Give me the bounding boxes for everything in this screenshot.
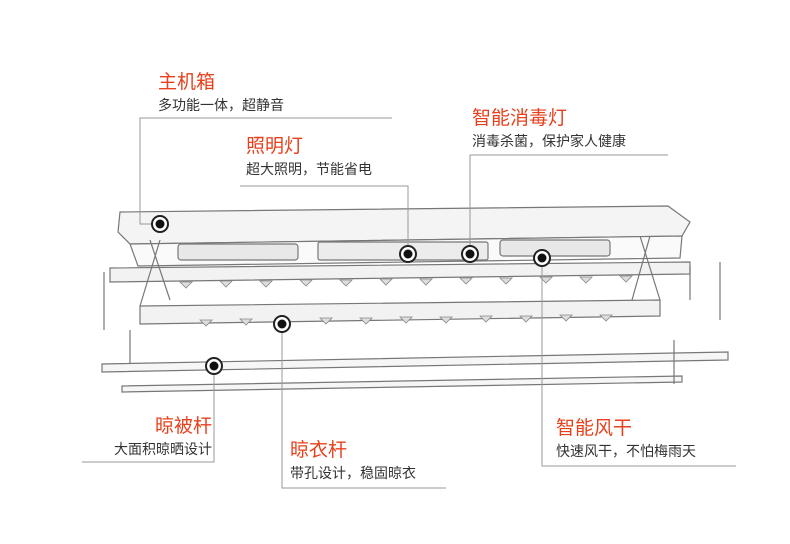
callout-disinfection-light: 智能消毒灯 消毒杀菌，保护家人健康 [472, 106, 626, 152]
callout-title: 照明灯 [246, 135, 304, 157]
callout-desc: 多功能一体，超静音 [158, 98, 284, 114]
marker-host-box [151, 215, 169, 233]
marker-air-dry [533, 249, 551, 267]
callout-title: 智能风干 [556, 417, 633, 439]
callout-desc: 带孔设计，稳固晾衣 [290, 466, 416, 482]
callout-title: 主机箱 [158, 71, 216, 93]
marker-quilt-rod [205, 357, 223, 375]
callout-quilt-rod: 晾被杆 大面积晾晒设计 [86, 414, 212, 460]
callout-lighting: 照明灯 超大照明，节能省电 [246, 134, 372, 180]
callout-desc: 超大照明，节能省电 [246, 162, 372, 178]
marker-clothes-rod [273, 315, 291, 333]
callout-air-dry: 智能风干 快速风干，不怕梅雨天 [556, 416, 696, 462]
callout-title: 晾被杆 [154, 415, 212, 437]
callout-title: 智能消毒灯 [472, 107, 568, 129]
callout-title: 晾衣杆 [290, 439, 348, 461]
callout-desc: 大面积晾晒设计 [114, 442, 212, 458]
callout-clothes-rod: 晾衣杆 带孔设计，稳固晾衣 [290, 438, 416, 484]
marker-disinfection-light [461, 245, 479, 263]
callout-markers [151, 215, 551, 375]
callout-desc: 消毒杀菌，保护家人健康 [472, 134, 626, 150]
marker-lighting [399, 245, 417, 263]
callout-desc: 快速风干，不怕梅雨天 [556, 444, 696, 460]
callout-host-box: 主机箱 多功能一体，超静音 [158, 70, 284, 116]
